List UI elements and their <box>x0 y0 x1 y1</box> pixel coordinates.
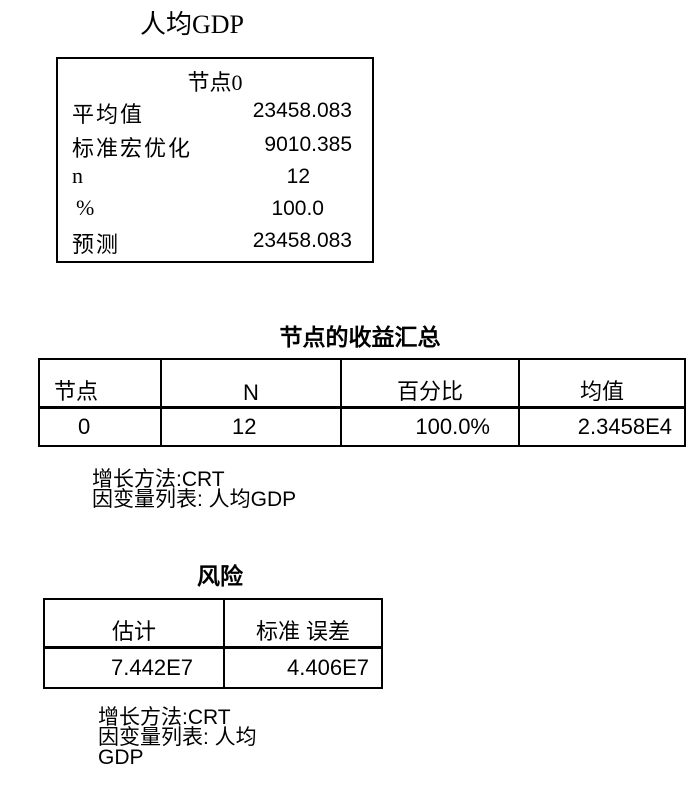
cell-percent: 100.0% <box>340 406 520 447</box>
growth-method-note: 增长方法:CRT <box>98 706 231 729</box>
node-row-n: n 12 <box>72 163 352 195</box>
gains-footnote: 增长方法:CRT 因变量列表: 人均GDP <box>92 468 297 511</box>
column-header-mean: 均值 <box>518 358 686 409</box>
table-header-row: 估计 标准 误差 <box>43 598 383 649</box>
node-row-std: 标准宏优化 9010.385 <box>72 131 352 163</box>
node-title: 节点0 <box>187 70 243 95</box>
table-header-row: 节点 N 百分比 均值 <box>38 358 686 409</box>
node-row-label: n <box>72 163 85 188</box>
node-row-label: 平均值 <box>72 102 145 127</box>
node-row-value: 100.0 <box>271 197 324 220</box>
table-row: 7.442E7 4.406E7 <box>43 646 383 689</box>
column-header-percent: 百分比 <box>340 358 520 409</box>
dependent-variable-note: 因变量列表: 人均 <box>98 726 257 749</box>
node-box: 节点0 平均值 23458.083 标准宏优化 9010.385 n 12 % … <box>56 57 374 263</box>
column-header-node: 节点 <box>38 358 162 409</box>
node-row-percent: % 100.0 <box>72 195 352 227</box>
dependent-variable-note: 因变量列表: 人均GDP <box>92 488 297 511</box>
growth-method-note: 增长方法:CRT <box>92 468 225 491</box>
node-row-value: 9010.385 <box>264 133 352 156</box>
gains-summary-table: 节点 N 百分比 均值 0 12 100.0% 2.3458E4 <box>38 358 686 447</box>
node-row-label: 预测 <box>72 232 121 257</box>
tree-title: 人均GDP <box>140 10 245 39</box>
risk-title: 风险 <box>197 563 243 589</box>
column-header-std-error: 标准 误差 <box>223 598 383 649</box>
node-row-predicted: 预测 23458.083 <box>72 227 352 259</box>
cell-n: 12 <box>160 406 342 447</box>
cell-mean: 2.3458E4 <box>518 406 686 447</box>
node-row-value: 23458.083 <box>252 229 352 252</box>
node-row-label: 标准宏优化 <box>72 136 193 161</box>
cell-node: 0 <box>38 406 162 447</box>
node-row-value: 12 <box>286 165 310 188</box>
risk-table: 估计 标准 误差 7.442E7 4.406E7 <box>43 598 383 689</box>
column-header-n: N <box>160 358 342 409</box>
table-row: 0 12 100.0% 2.3458E4 <box>38 406 686 447</box>
column-header-estimate: 估计 <box>43 598 225 649</box>
risk-footnote: 增长方法:CRT 因变量列表: 人均 GDP <box>98 706 257 769</box>
cell-std-error: 4.406E7 <box>223 646 383 689</box>
node-row-mean: 平均值 23458.083 <box>72 97 352 129</box>
dependent-variable-note-cont: GDP <box>98 746 144 769</box>
gains-summary-title: 节点的收益汇总 <box>279 324 441 350</box>
cell-estimate: 7.442E7 <box>43 646 225 689</box>
node-row-label: % <box>76 195 97 220</box>
node-row-value: 23458.083 <box>252 99 352 122</box>
